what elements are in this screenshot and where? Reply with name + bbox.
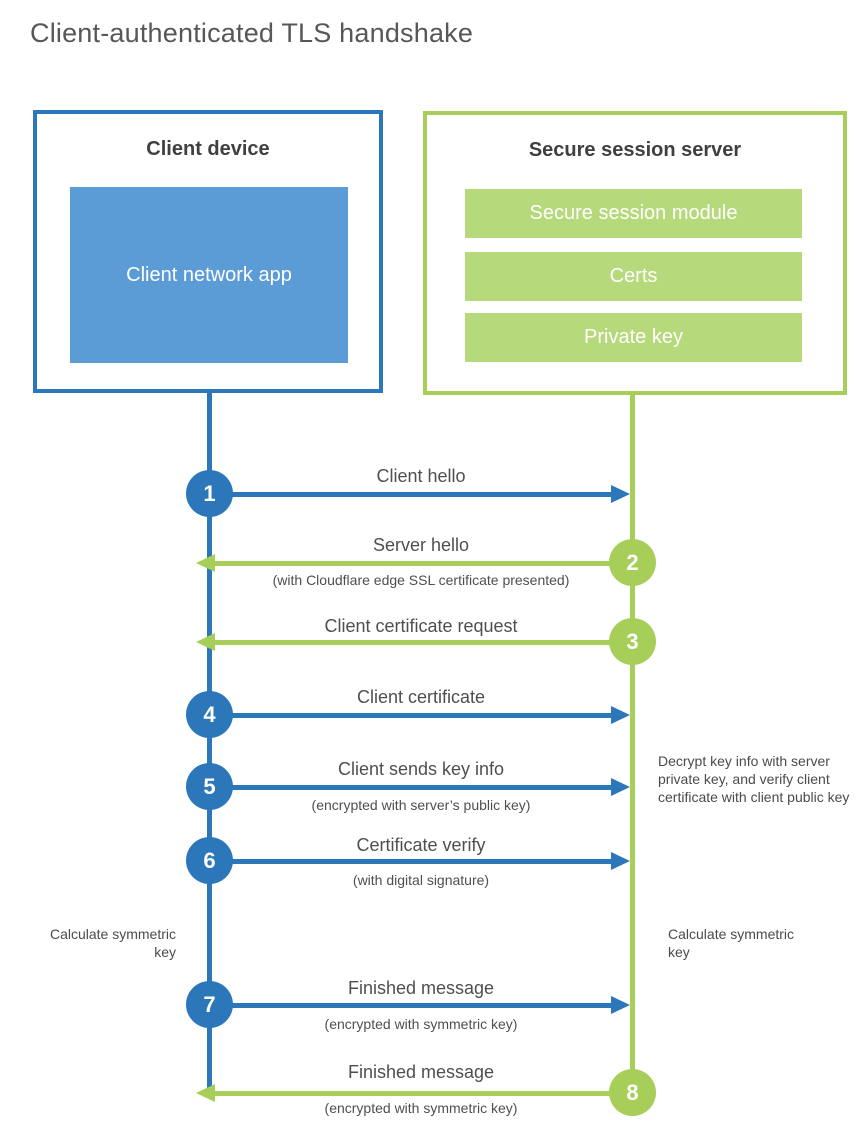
step-3-arrow xyxy=(214,640,633,645)
client-device-title: Client device xyxy=(146,138,270,160)
step-4-badge: 4 xyxy=(186,691,233,738)
client-network-app-box: Client network app xyxy=(70,187,348,363)
step-8-number: 8 xyxy=(626,1079,639,1105)
step-4-arrow xyxy=(230,713,612,718)
page-title: Client-authenticated TLS handshake xyxy=(30,18,474,48)
step-7-badge: 7 xyxy=(186,981,233,1028)
step-5-label: Client sends key info xyxy=(337,759,505,779)
step-7-number: 7 xyxy=(203,991,216,1017)
server-module-label: Private key xyxy=(584,326,683,348)
step-8-arrowhead-icon xyxy=(196,1084,215,1102)
step-6-sublabel: (with digital signature) xyxy=(352,872,490,888)
step-3-label: Client certificate request xyxy=(324,616,518,636)
step-8-arrow xyxy=(214,1091,633,1096)
server-module-private-key: Private key xyxy=(465,313,802,362)
client-calculate-symmetric-key-note: Calculate symmetric key xyxy=(49,926,176,960)
step-4-number: 4 xyxy=(203,701,216,727)
step-5-number: 5 xyxy=(203,773,216,799)
client-network-app-label: Client network app xyxy=(126,263,292,286)
step-1-badge: 1 xyxy=(186,470,233,517)
step-3-arrowhead-icon xyxy=(196,633,215,651)
step-6-arrow xyxy=(230,859,612,864)
step-8-label: Finished message xyxy=(347,1062,495,1082)
step-3-badge: 3 xyxy=(609,618,656,665)
step-1-arrow xyxy=(230,492,612,497)
client-lifeline xyxy=(207,393,212,1088)
step-6-arrowhead-icon xyxy=(611,852,630,870)
step-1-label: Client hello xyxy=(376,466,466,486)
step-2-number: 2 xyxy=(626,549,639,575)
secure-session-server-title: Secure session server xyxy=(528,139,742,161)
step-7-arrow xyxy=(230,1003,612,1008)
step-2-sublabel: (with Cloudflare edge SSL certificate pr… xyxy=(272,572,570,588)
step-4-label: Client certificate xyxy=(356,687,486,707)
step-2-label: Server hello xyxy=(372,535,470,555)
server-module-secure-session: Secure session module xyxy=(465,189,802,238)
step-2-badge: 2 xyxy=(609,539,656,586)
server-module-label: Certs xyxy=(609,265,658,287)
server-module-label: Secure session module xyxy=(529,202,738,224)
step-5-arrowhead-icon xyxy=(611,778,630,796)
step-1-arrowhead-icon xyxy=(611,485,630,503)
step-5-sublabel: (encrypted with server’s public key) xyxy=(311,797,531,813)
step-7-arrowhead-icon xyxy=(611,996,630,1014)
step-3-number: 3 xyxy=(626,628,639,654)
step-7-label: Finished message xyxy=(347,978,495,998)
step-8-sublabel: (encrypted with symmetric key) xyxy=(324,1100,518,1116)
server-lifeline xyxy=(630,395,635,1095)
step-6-number: 6 xyxy=(203,847,216,873)
step-6-badge: 6 xyxy=(186,837,233,884)
step-6-label: Certificate verify xyxy=(356,835,486,855)
step-2-arrowhead-icon xyxy=(196,554,215,572)
server-module-certs: Certs xyxy=(465,252,802,301)
step-2-arrow xyxy=(214,561,633,566)
step-8-badge: 8 xyxy=(609,1069,656,1116)
server-decrypt-note: Decrypt key info with server private key… xyxy=(658,753,850,805)
step-5-badge: 5 xyxy=(186,763,233,810)
step-7-sublabel: (encrypted with symmetric key) xyxy=(324,1016,518,1032)
step-4-arrowhead-icon xyxy=(611,706,630,724)
step-1-number: 1 xyxy=(203,480,216,506)
step-5-arrow xyxy=(230,785,612,790)
server-calculate-symmetric-key-note: Calculate symmetric key xyxy=(668,926,795,960)
